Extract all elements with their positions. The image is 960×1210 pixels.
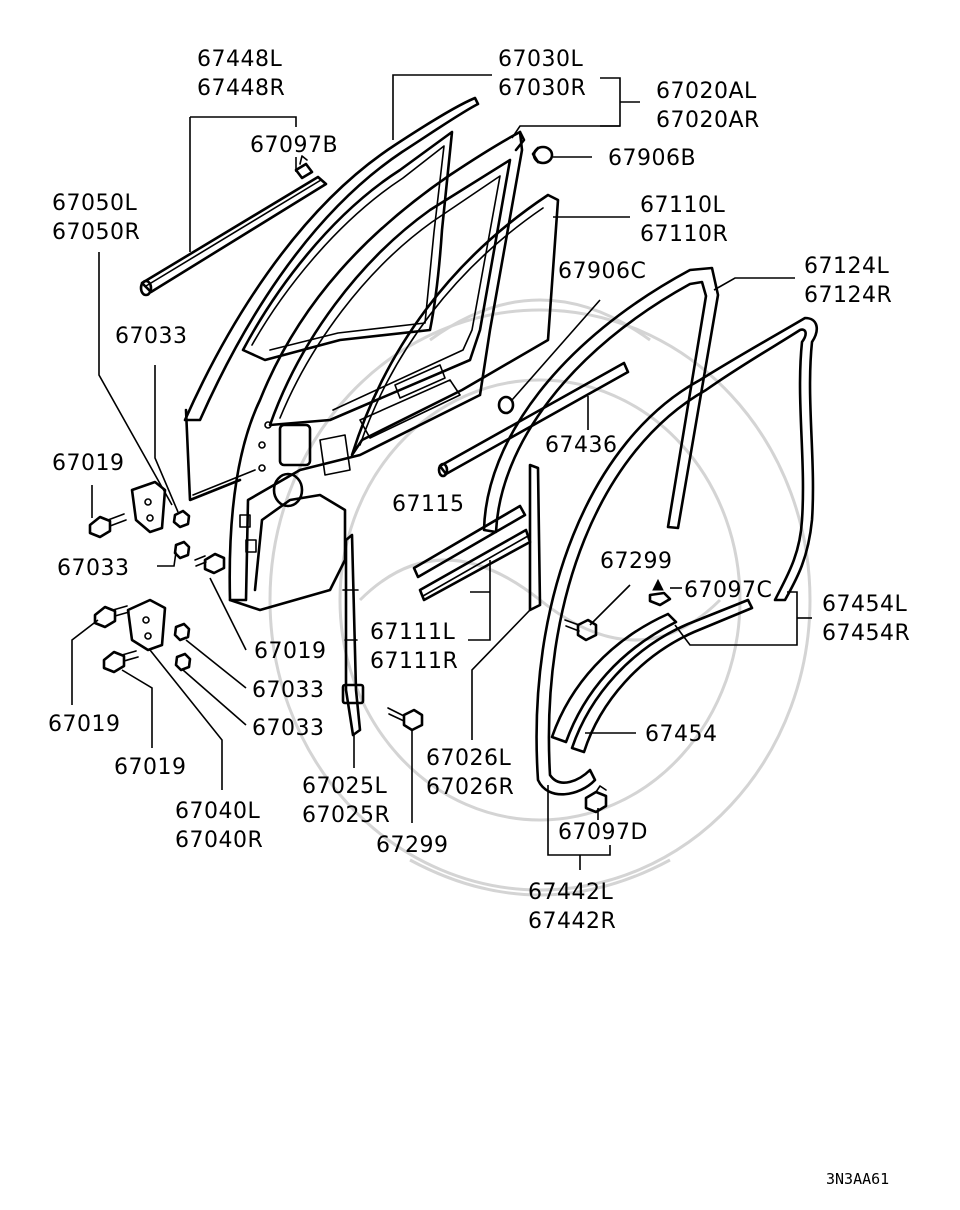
label-67030-l: 67030L [498,47,583,72]
clip-67097c-part [648,578,672,607]
label-67033-c: 67033 [252,678,325,703]
label-67097b: 67097B [250,133,338,158]
label-67019-a: 67019 [52,451,125,476]
label-67020a-l: 67020AL [656,79,757,104]
label-67097d: 67097D [558,820,648,845]
label-67019-c: 67019 [48,712,121,737]
label-67019-d: 67019 [114,755,187,780]
label-67097c: 67097C [684,578,772,603]
label-67299-a: 67299 [600,549,673,574]
label-67115: 67115 [392,492,465,517]
label-67124-l: 67124L [804,254,889,279]
hinge-upper-part [130,480,167,534]
label-67025-l: 67025L [302,774,387,799]
label-67025-r: 67025R [302,803,390,828]
label-67454-l: 67454L [822,592,907,617]
label-67906c: 67906C [558,259,646,284]
label-67442-r: 67442R [528,909,616,934]
label-67033-d: 67033 [252,716,325,741]
clip-67097d-part [584,785,608,814]
label-67448-l: 67448L [197,47,282,72]
bolt-67019-d-part [102,650,139,674]
bolt-67019-a-part [88,513,127,539]
belt-moulding-part [139,175,328,297]
label-67040-l: 67040L [175,799,260,824]
lower-sash-part [528,463,542,612]
screw-67299-a-part [564,618,598,642]
label-67040-r: 67040R [175,828,263,853]
part-labels: 67448L 67448R 67030L 67030R 67020AL 6702… [48,47,910,1188]
plug-67906c-part [497,395,515,415]
scuff-plate-part [550,598,754,754]
door-sash-part [183,96,480,502]
door-glass-part [350,193,560,457]
label-67020a-r: 67020AR [656,108,760,133]
label-67454: 67454 [645,722,718,747]
label-67442-l: 67442L [528,880,613,905]
opening-weatherstrip-part [535,316,819,796]
label-67110-r: 67110R [640,222,728,247]
hinge-lower-part [126,598,167,652]
clip-67097b-part [294,155,314,180]
plug-67906b-part [531,145,554,165]
diagram-code: 3N3AA61 [826,1170,889,1188]
weatherstrip-67436-part [437,361,630,478]
leader-lines [71,74,812,870]
bolt-67019-c-part [93,605,130,629]
bolt-67019-b-part [194,552,226,575]
label-67050-l: 67050L [52,191,137,216]
label-67124-r: 67124R [804,283,892,308]
window-regulator-part [341,533,365,737]
label-67111-l: 67111L [370,620,455,645]
door-panel-part [228,130,526,612]
nut-67033-parts [172,509,192,672]
label-67299-b: 67299 [376,833,449,858]
label-67436: 67436 [545,433,618,458]
label-67454-r: 67454R [822,621,910,646]
label-67906b: 67906B [608,146,696,171]
label-67448-r: 67448R [197,76,285,101]
door-run-channel-part [482,266,720,534]
label-67111-r: 67111R [370,649,458,674]
label-67033-b: 67033 [57,556,130,581]
label-67050-r: 67050R [52,220,140,245]
screw-67299-b-part [387,707,424,732]
label-67110-l: 67110L [640,193,725,218]
glass-stabilizer-part [412,504,527,579]
label-67030-r: 67030R [498,76,586,101]
label-67026-r: 67026R [426,775,514,800]
label-67026-l: 67026L [426,746,511,771]
label-67033-a: 67033 [115,324,188,349]
label-67019-b: 67019 [254,639,327,664]
